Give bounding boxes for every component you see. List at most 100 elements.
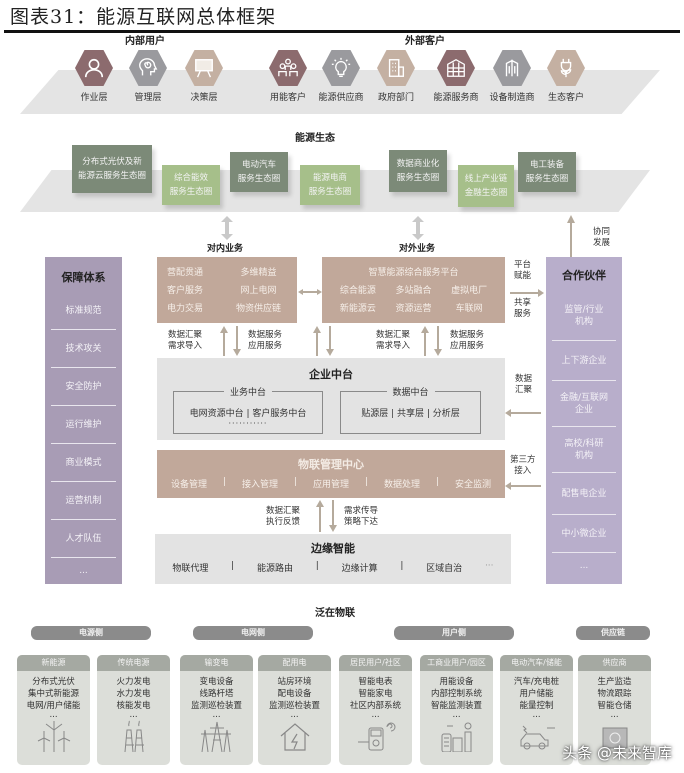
iot-card: 电动汽车/储能 汽车/充电桩用户储能能量控制... [500, 655, 573, 765]
down-arrow-icon [326, 326, 334, 356]
electric-car-icon [500, 720, 573, 752]
up-arrow-icon [421, 326, 429, 356]
iot-card: 配用电 站房环境配电设备监测巡检装置... [258, 655, 331, 765]
factory-building-icon [493, 50, 531, 86]
brain-icon [129, 50, 167, 86]
house-lightning-icon [258, 720, 331, 752]
assurance-item: ... [79, 566, 88, 576]
assurance-item: 运营机制 [51, 482, 116, 520]
flow-up-label: 数据汇聚需求导入 [168, 330, 203, 351]
partner-item: 配售电企业 [552, 473, 616, 515]
group-user-side: 用户侧 [394, 626, 514, 640]
iot-down-label: 需求传导策略下达 [344, 506, 379, 527]
internal-biz-double-arrow-icon [221, 216, 233, 240]
assurance-item: 技术攻关 [51, 330, 116, 368]
data-collect-label: 数据汇聚 [515, 374, 533, 395]
user-manufacturer: 设备制造商 [488, 50, 536, 103]
ecology-label: 能源生态 [295, 133, 335, 144]
industrial-park-icon [420, 720, 493, 752]
left-arrow-icon [505, 482, 541, 490]
internal-biz-item: 多维精益 [240, 268, 277, 278]
external-business-box: 智慧能源综合服务平台 综合能源 多站融合 虚拟电厂 新能源云 资源运营 车联网 [322, 257, 505, 323]
figure-title: 图表31：能源互联网总体框架 [10, 6, 277, 28]
transmission-tower-icon [180, 720, 253, 752]
third-party-label: 第三方接入 [510, 455, 536, 476]
business-middle-frame: 业务中台 电网资源中台 | 客户服务中台 ··········· [173, 385, 323, 434]
eco-data-commercial: 数据商业化服务生态圈 [389, 150, 447, 192]
flow-down-label: 数据服务应用服务 [248, 330, 283, 351]
external-business-label: 对外业务 [398, 244, 435, 254]
external-biz-item: 资源运营 [395, 304, 432, 314]
smart-meter-icon [339, 720, 412, 752]
assurance-panel: 保障体系 标准规范 技术攻关 安全防护 运行维护 商业模式 运营机制 人才队伍 … [45, 257, 122, 584]
external-biz-item: 多站融合 [395, 286, 432, 296]
assurance-item: 标准规范 [51, 293, 116, 330]
iot-up-label: 数据汇聚执行反馈 [266, 506, 301, 527]
group-power-source: 电源侧 [31, 626, 151, 640]
partner-item: 高校/科研 机构 [552, 427, 616, 473]
internal-biz-item: 营配贯通 [167, 268, 204, 278]
user-ecology: 生态客户 [542, 50, 590, 103]
data-middle-frame: 数据中台 贴源层 | 共享层 | 分析层 [340, 385, 481, 434]
eco-energy-efficiency: 综合能效服务生态圈 [162, 165, 220, 205]
external-biz-item: 新能源云 [339, 304, 376, 314]
edge-item: 物联代理 [172, 564, 209, 574]
iot-management-center: 物联管理中心 设备管理| 接入管理| 应用管理| 数据处理| 安全监测 [157, 450, 505, 498]
eco-ecommerce: 能源电商服务生态圈 [300, 165, 360, 205]
building-icon [377, 50, 415, 86]
internal-biz-item: 网上电网 [240, 286, 277, 296]
assurance-item: 人才队伍 [51, 520, 116, 558]
up-arrow-icon [220, 326, 228, 356]
edge-intelligence: 边缘智能 物联代理| 能源路由| 边缘计算| 区域自治 ··· [155, 534, 511, 584]
left-arrow-icon [505, 409, 541, 417]
presentation-board-icon [185, 50, 223, 86]
user-operations: 作业层 [70, 50, 118, 103]
edge-item: 边缘计算 [341, 564, 378, 574]
title-rule [4, 30, 680, 33]
partner-item: ... [579, 561, 589, 571]
lightbulb-icon [322, 50, 360, 86]
down-arrow-icon [329, 500, 337, 532]
enterprise-middle-platform: 企业中台 业务中台 电网资源中台 | 客户服务中台 ··········· 数据… [157, 358, 505, 440]
internal-biz-item: 电力交易 [167, 304, 204, 314]
synergy-up-arrow-icon [567, 215, 575, 257]
assurance-item: 安全防护 [51, 368, 116, 406]
partner-item: 金融/互联网 企业 [552, 381, 616, 427]
wind-turbine-icon [17, 720, 90, 752]
watermark: 头条 @未来智库 [562, 744, 672, 762]
ubiquitous-iot-title: 泛在物联 [315, 608, 355, 619]
partner-item: 中小微企业 [552, 515, 616, 553]
down-arrow-icon [434, 326, 442, 356]
iot-card: 输变电 变电设备线路杆塔监测巡检装置... [180, 655, 253, 765]
user-energy-service: 能源服务商 [432, 50, 480, 103]
partners-panel: 合作伙伴 监管/行业 机构 上下游企业 金融/互联网 企业 高校/科研 机构 配… [546, 257, 622, 584]
edge-item: 能源路由 [256, 564, 293, 574]
assurance-item: 商业模式 [51, 444, 116, 482]
edge-item: 区域自治 [426, 564, 463, 574]
user-management: 管理层 [124, 50, 172, 103]
eco-ev: 电动汽车服务生态圈 [230, 152, 288, 192]
group-supply-chain: 供应链 [576, 626, 650, 640]
assurance-title: 保障体系 [61, 271, 106, 284]
iot-center-item: 接入管理 [241, 480, 278, 490]
user-government: 政府部门 [372, 50, 420, 103]
internal-business-box: 营配贯通 多维精益 客户服务 网上电网 电力交易 物资供应链 [157, 257, 297, 323]
plug-plant-icon [547, 50, 585, 86]
external-biz-title: 智慧能源综合服务平台 [368, 268, 459, 278]
user-energy-customer: 用能客户 [264, 50, 312, 103]
internal-biz-item: 物资供应链 [235, 304, 281, 314]
external-biz-item: 虚拟电厂 [451, 286, 488, 296]
shared-service-label: 共享服务 [514, 298, 532, 319]
external-biz-double-arrow-icon [412, 216, 424, 240]
platform-enable-label: 平台赋能 [514, 260, 532, 281]
up-arrow-icon [313, 326, 321, 356]
iot-card: 供应商 生产监造物流跟踪智能仓储... [578, 655, 651, 765]
user-decision: 决策层 [180, 50, 228, 103]
internal-users-label: 内部用户 [125, 36, 165, 47]
partner-item: 上下游企业 [552, 341, 616, 381]
warehouse-icon [578, 720, 651, 752]
partners-title: 合作伙伴 [562, 269, 606, 282]
eco-pv-cloud: 分布式光伏及新能源云服务生态圈 [72, 145, 152, 193]
internal-biz-item: 客户服务 [167, 286, 204, 296]
edge-title: 边缘智能 [311, 542, 355, 555]
